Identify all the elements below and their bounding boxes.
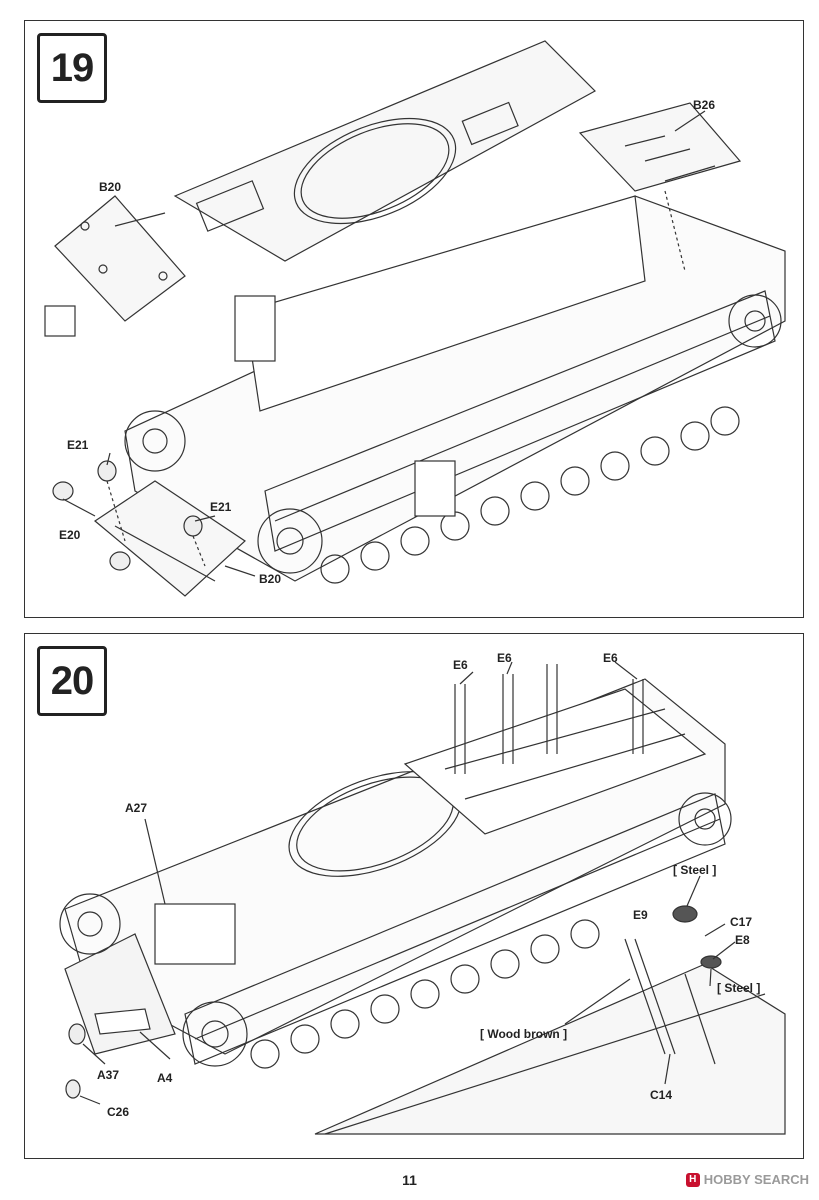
label-e6-b: E6 [497, 651, 512, 665]
hobby-search-logo-icon: H [685, 1172, 700, 1187]
watermark: H HOBBY SEARCH [685, 1172, 809, 1187]
step-19-number: 19 [37, 33, 107, 103]
label-steel-1: [ Steel ] [673, 863, 716, 877]
label-e8: E8 [735, 933, 750, 947]
step-20-panel: 20 [24, 633, 804, 1159]
step-19-illustration: B26 B20 E21 E20 E21 B20 [44, 40, 786, 597]
step-20-illustration: E6 E6 E6 A27 [ Steel ] E9 C17 E8 [ Steel… [59, 651, 786, 1135]
label-a4: A4 [157, 1071, 173, 1085]
label-b20-top: B20 [99, 180, 121, 194]
label-a37: A37 [97, 1068, 119, 1082]
label-e6-c: E6 [603, 651, 618, 665]
label-c17: C17 [730, 915, 752, 929]
watermark-text: HOBBY SEARCH [703, 1172, 809, 1187]
label-e21-left: E21 [67, 438, 89, 452]
label-wood-brown: [ Wood brown ] [480, 1027, 567, 1041]
label-b26: B26 [693, 98, 715, 112]
step-20-number: 20 [37, 646, 107, 716]
page-number: 11 [402, 1172, 417, 1188]
label-c14: C14 [650, 1088, 672, 1102]
label-e6-a: E6 [453, 658, 468, 672]
label-b20-bottom: B20 [259, 572, 281, 586]
label-steel-2: [ Steel ] [717, 981, 760, 995]
label-e20: E20 [59, 528, 81, 542]
label-e21-right: E21 [210, 500, 232, 514]
label-a27: A27 [125, 801, 147, 815]
step-19-panel: 19 [24, 20, 804, 618]
label-c26: C26 [107, 1105, 129, 1119]
label-e9: E9 [633, 908, 648, 922]
